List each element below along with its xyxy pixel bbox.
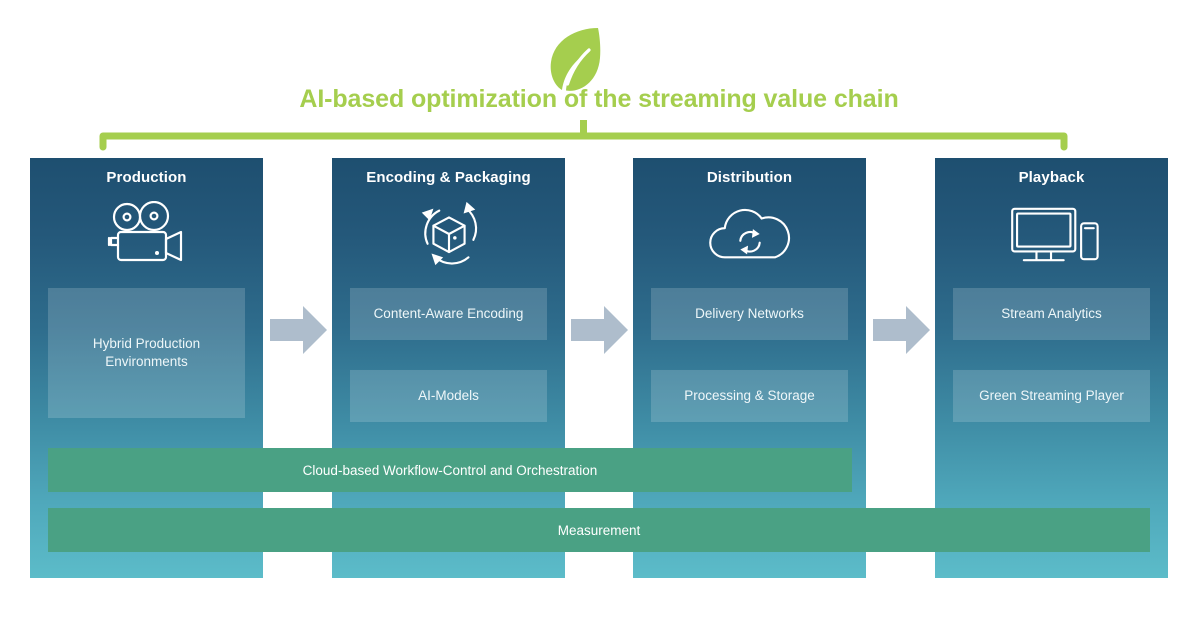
card-content-aware-encoding[interactable]: Content-Aware Encoding [350, 288, 547, 340]
card-label: Content-Aware Encoding [373, 305, 524, 321]
card-label-line1: Hybrid Production [92, 335, 201, 351]
cloud-sync-icon [633, 198, 866, 270]
stage-title-production: Production [106, 169, 187, 186]
card-label-line2: Environments [105, 354, 188, 369]
card-stream-analytics[interactable]: Stream Analytics [953, 288, 1150, 340]
tv-mobile-icon [935, 198, 1168, 270]
card-label: Green Streaming Player [979, 387, 1124, 403]
card-processing-storage[interactable]: Processing & Storage [651, 370, 848, 422]
card-label: Delivery Networks [695, 305, 804, 321]
band-label: Measurement [557, 522, 641, 538]
film-camera-icon [30, 198, 263, 270]
band-label: Cloud-based Workflow-Control and Orchest… [302, 462, 598, 478]
band-measurement[interactable]: Measurement [48, 508, 1150, 552]
right-arrow-icon-3 [873, 303, 931, 357]
stage-title-encoding-packaging: Encoding & Packaging [366, 169, 531, 186]
card-label: Hybrid Production Environments [93, 335, 200, 371]
card-ai-models[interactable]: AI-Models [350, 370, 547, 422]
package-recycle-icon [332, 198, 565, 270]
right-arrow-icon-2 [571, 303, 629, 357]
card-label: AI-Models [418, 387, 479, 403]
stage-title-playback: Playback [1018, 169, 1085, 186]
card-green-streaming-player[interactable]: Green Streaming Player [953, 370, 1150, 422]
right-arrow-icon-1 [270, 303, 328, 357]
leaf-icon [546, 26, 602, 92]
card-label: Processing & Storage [684, 387, 815, 403]
page-title: AI-based optimization of the streaming v… [299, 85, 899, 113]
card-hybrid-production-environments[interactable]: Hybrid Production Environments [48, 288, 245, 418]
card-delivery-networks[interactable]: Delivery Networks [651, 288, 848, 340]
band-cloud-workflow-control[interactable]: Cloud-based Workflow-Control and Orchest… [48, 448, 852, 492]
card-label: Stream Analytics [1001, 305, 1102, 321]
stage-title-distribution: Distribution [706, 169, 793, 186]
bracket-connector [96, 116, 1071, 152]
